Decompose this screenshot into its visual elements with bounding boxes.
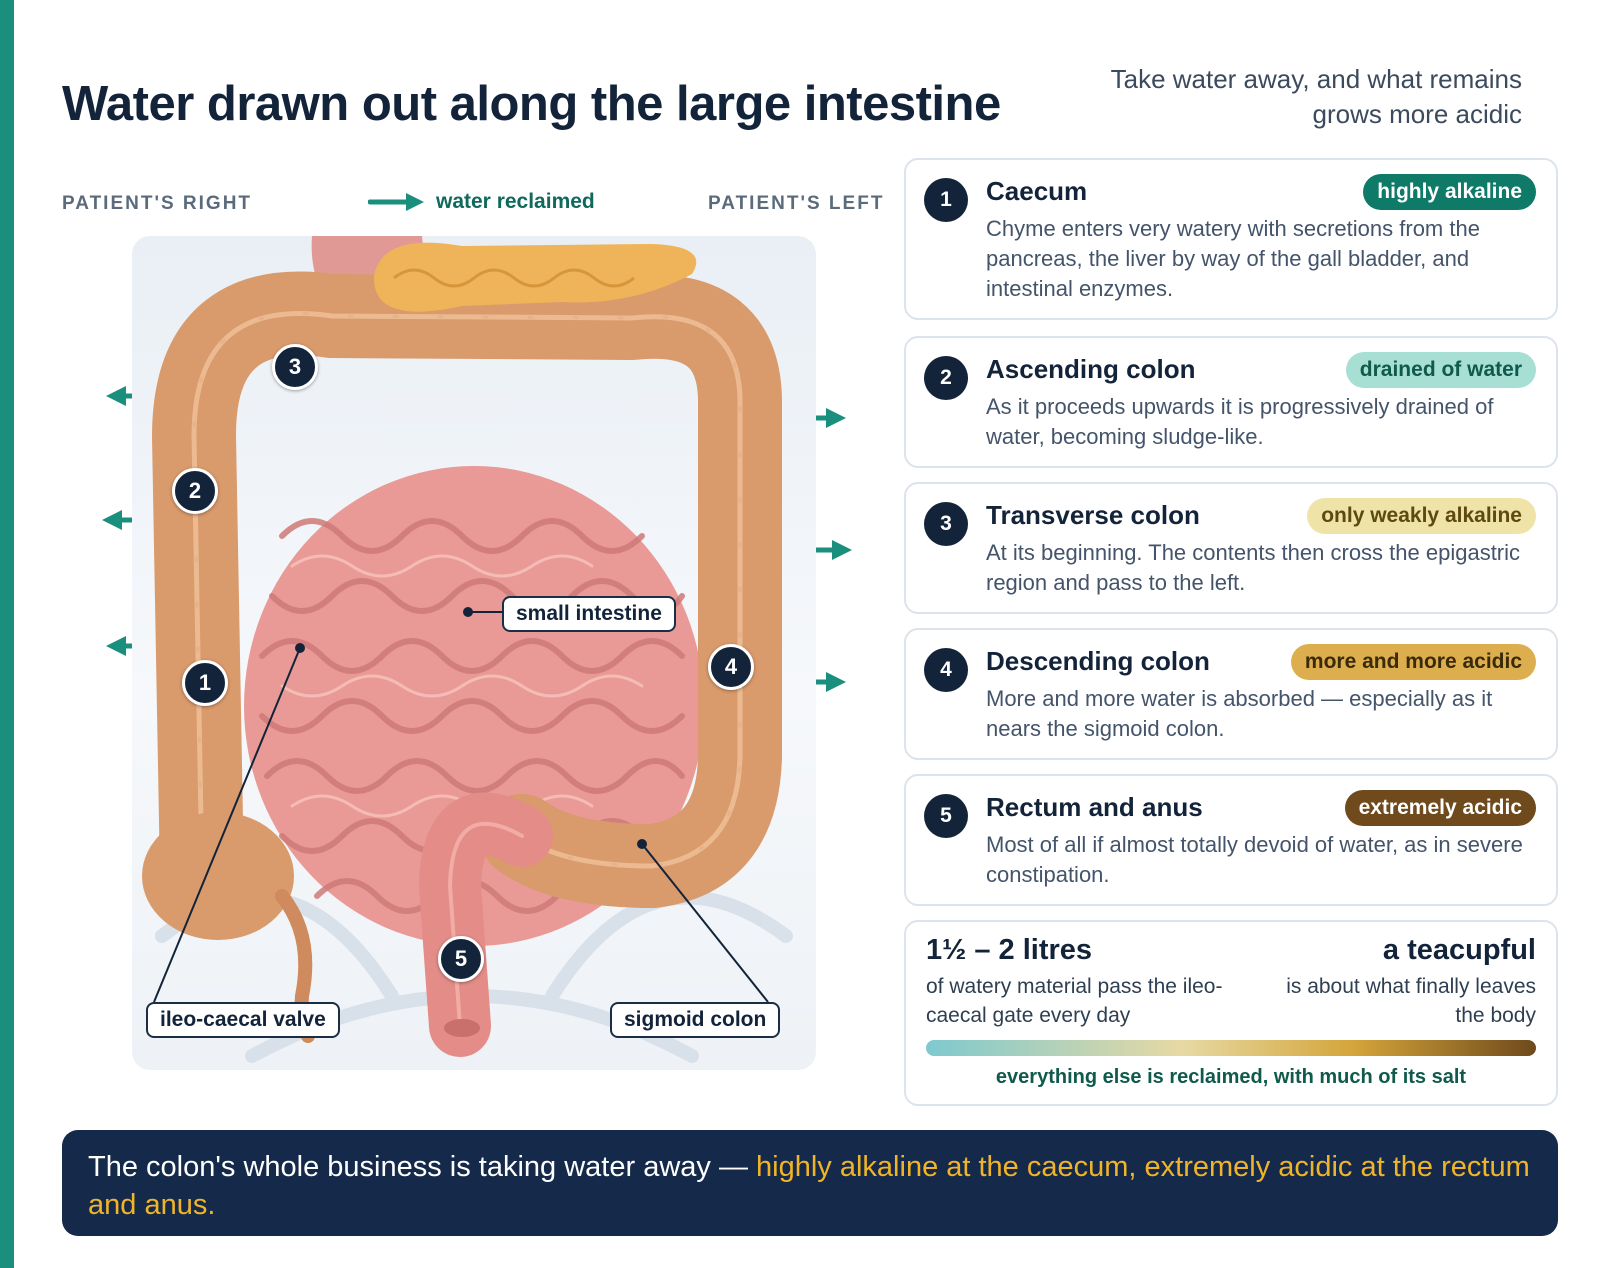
daily-volume-stat: 1½ – 2 litres	[926, 934, 1093, 966]
anus	[444, 1019, 480, 1037]
card-number: 4	[924, 648, 968, 692]
leader-lines	[153, 607, 769, 1003]
legend-label: water reclaimed	[436, 190, 595, 213]
card-number: 1	[924, 178, 968, 222]
card-title: Rectum and anus	[986, 792, 1203, 822]
marker-1: 1	[182, 660, 228, 706]
gradient-caption: everything else is reclaimed, with much …	[995, 1066, 1467, 1088]
label-patients-left: PATIENT'S LEFT	[708, 193, 885, 214]
final-volume-caption: is about what finally leaves the body	[1286, 975, 1536, 1027]
arrow-right-icon	[368, 193, 424, 211]
callout-ileo-caecal-valve: ileo-caecal valve	[146, 1002, 340, 1038]
legend: water reclaimed	[368, 190, 595, 214]
card-title: Descending colon	[986, 646, 1210, 676]
card-body: Chyme enters very watery with secretions…	[986, 216, 1480, 301]
callout-sigmoid-colon: sigmoid colon	[610, 1002, 781, 1038]
marker-2: 2	[172, 468, 218, 514]
section-card-rectum-and-anus: 5 Rectum and anus extremely acidic Most …	[904, 774, 1558, 906]
card-title: Caecum	[986, 176, 1088, 206]
accent-bar	[0, 0, 14, 1268]
label-patients-right: PATIENT'S RIGHT	[62, 193, 253, 214]
pancreas	[373, 242, 697, 312]
section-card-ascending-colon: 2 Ascending colon drained of water As it…	[904, 336, 1558, 468]
card-body: Most of all if almost totally devoid of …	[986, 832, 1523, 887]
footer-text: The colon's whole business is taking wat…	[88, 1151, 757, 1183]
section-card-transverse-colon: 3 Transverse colon only weakly alkaline …	[904, 482, 1558, 614]
page-subtitle: Take water away, and what remains grows …	[1110, 64, 1522, 129]
large-intestine	[142, 271, 782, 1057]
card-tag: more and more acidic	[1290, 644, 1536, 680]
callout-small-intestine: small intestine	[502, 596, 676, 632]
summary-card: 1½ – 2 litres of watery material pass th…	[904, 920, 1558, 1106]
section-card-caecum: 1 Caecum highly alkaline Chyme enters ve…	[904, 158, 1558, 320]
card-tag: extremely acidic	[1344, 790, 1536, 826]
intestine-illustration	[142, 236, 793, 1063]
alkaline-acidic-gradient-bar	[926, 1040, 1536, 1056]
daily-volume-caption: of watery material pass the ileo-caecal …	[926, 975, 1223, 1027]
card-title: Ascending colon	[986, 354, 1196, 384]
card-tag: only weakly alkaline	[1307, 498, 1536, 534]
card-number: 3	[924, 502, 968, 546]
marker-3: 3	[272, 344, 318, 390]
card-number: 2	[924, 356, 968, 400]
card-tag: drained of water	[1345, 352, 1536, 388]
page-title: Water drawn out along the large intestin…	[62, 77, 1001, 131]
card-tag: highly alkaline	[1363, 174, 1536, 210]
footer-banner: The colon's whole business is taking wat…	[62, 1130, 1558, 1236]
marker-4: 4	[708, 644, 754, 690]
card-title: Transverse colon	[986, 500, 1200, 530]
card-body: At its beginning. The contents then cros…	[986, 540, 1521, 595]
anatomy-diagram: small intestine ileo-caecal valve sigmoi…	[132, 236, 816, 1070]
final-volume-stat: a teacupful	[1382, 934, 1536, 966]
marker-5: 5	[438, 936, 484, 982]
section-card-descending-colon: 4 Descending colon more and more acidic …	[904, 628, 1558, 760]
card-body: As it proceeds upwards it is progressive…	[986, 394, 1494, 449]
card-number: 5	[924, 794, 968, 838]
card-body: More and more water is absorbed — especi…	[986, 686, 1493, 741]
footer-highlight: highly alkaline at the caecum, extremely…	[88, 1151, 1530, 1221]
